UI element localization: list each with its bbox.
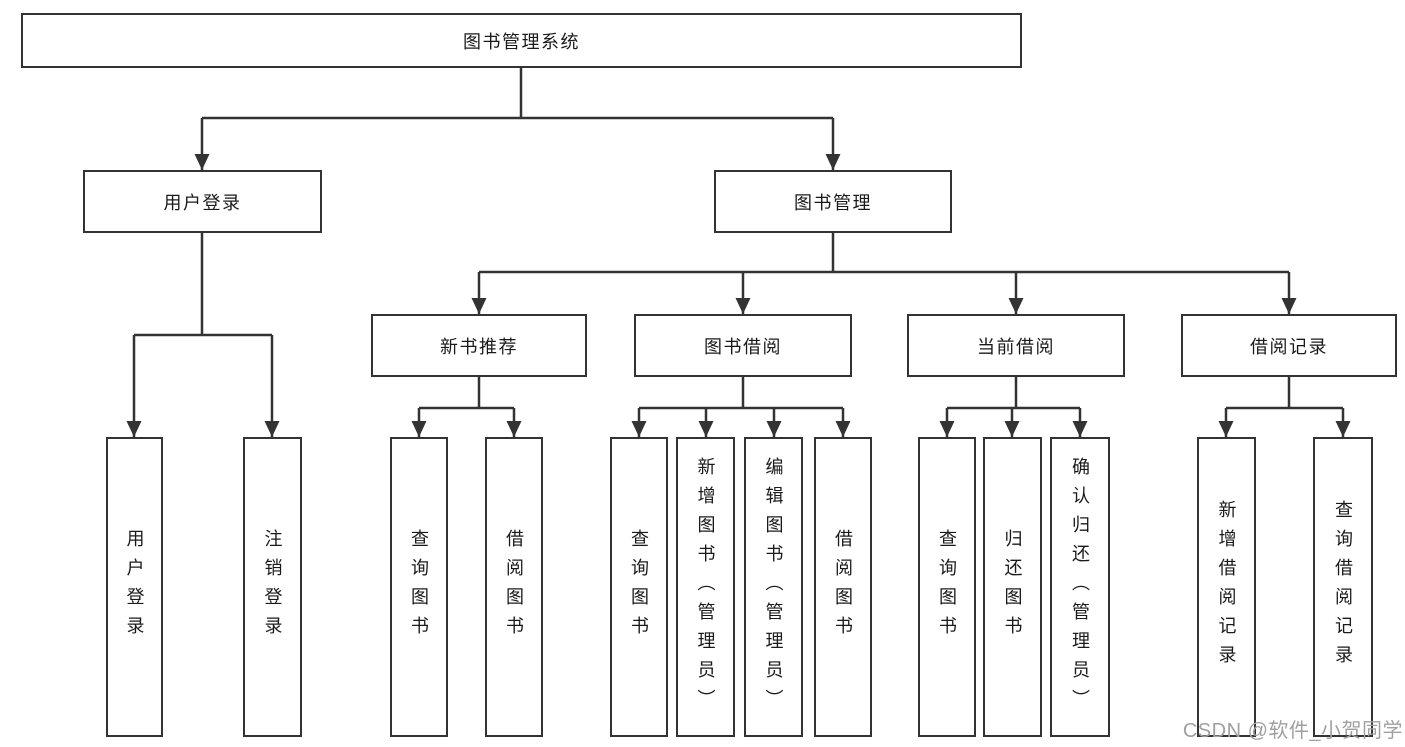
leaf-borrow-book-recommend: 借阅图书 [485,437,543,737]
leaf-add-borrow-record: 新增借阅记录 [1197,437,1256,737]
node-root-system: 图书管理系统 [21,13,1022,68]
leaf-query-borrow-record: 查询借阅记录 [1313,437,1373,737]
leaf-query-book-recommend: 查询图书 [390,437,448,737]
node-book-borrow: 图书借阅 [634,314,852,377]
leaf-borrow-book: 借阅图书 [814,437,872,737]
csdn-watermark: CSDN @软件_小贺同学 [1182,720,1403,742]
node-book-management: 图书管理 [714,170,952,233]
node-user-login: 用户登录 [83,170,322,233]
leaf-logout: 注销登录 [243,437,302,737]
node-current-borrow: 当前借阅 [907,314,1125,377]
leaf-add-book-admin: 新增图书（管理员） [676,437,735,737]
leaf-query-book-borrow: 查询图书 [610,437,668,737]
leaf-user-login: 用户登录 [106,437,163,737]
leaf-query-book-current: 查询图书 [918,437,976,737]
node-new-book-recommend: 新书推荐 [371,314,587,377]
leaf-confirm-return-admin: 确认归还（管理员） [1050,437,1110,737]
leaf-edit-book-admin: 编辑图书（管理员） [744,437,803,737]
leaf-return-book: 归还图书 [983,437,1042,737]
node-borrow-records: 借阅记录 [1181,314,1397,377]
